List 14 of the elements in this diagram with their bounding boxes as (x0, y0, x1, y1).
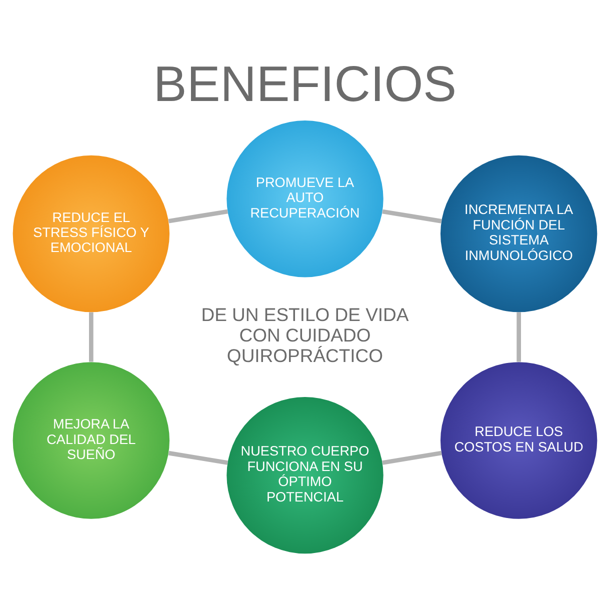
node-circle: REDUCE EL STRESS FÍSICO Y EMOCIONAL (12, 155, 170, 312)
connector (382, 209, 442, 224)
connector (89, 312, 94, 362)
connector (168, 450, 228, 465)
connector (382, 450, 442, 465)
node-circle: MEJORA LA CALIDAD DEL SUEÑO (12, 362, 170, 519)
connector (168, 209, 228, 224)
node-circle: REDUCE LOS COSTOS EN SALUD (440, 362, 598, 519)
diagram-title: BENEFICIOS (153, 56, 457, 112)
connector (516, 312, 521, 362)
label: DE UN ESTILO DE VIDA CON CUIDADO QUIROPRÁCTICO (201, 304, 409, 366)
node-circle: NUESTRO CUERPO FUNCIONA EN SU ÓPTIMO POTENCIAL (226, 396, 384, 554)
node-circle: PROMUEVE LA AUTO RECUPERACIÓN (226, 120, 384, 278)
node-circle: INCREMENTA LA FUNCIÓN DEL SISTEMA INMUNOLÓGICO (440, 155, 598, 312)
